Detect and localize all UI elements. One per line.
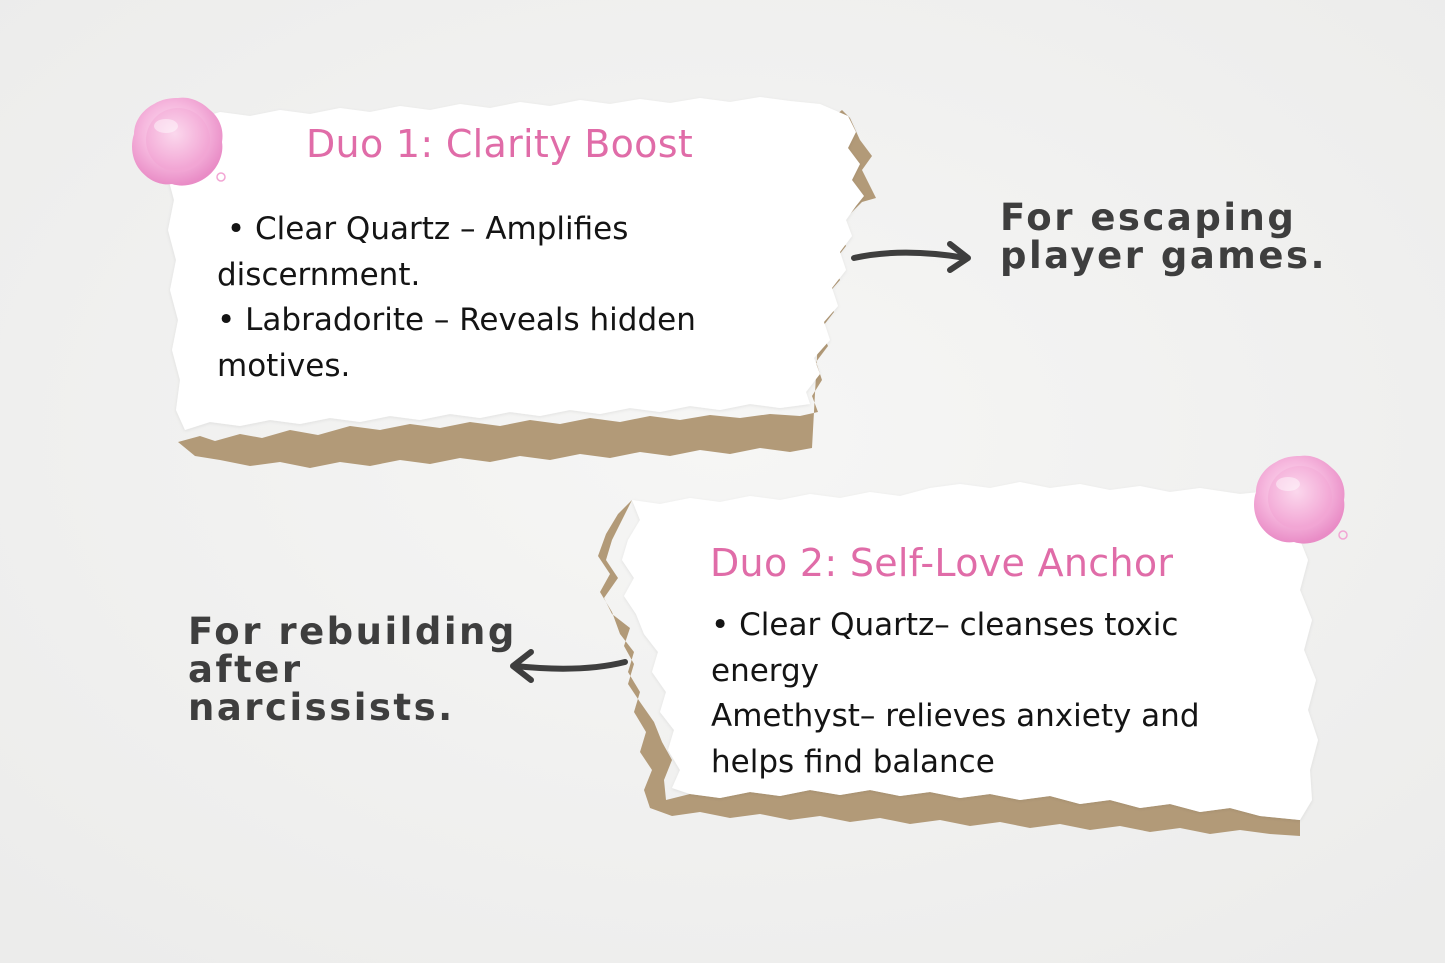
torn-edge-brown-1	[178, 110, 876, 468]
duo-1-line-4: motives.	[217, 347, 351, 384]
arrow-left-icon	[510, 649, 628, 683]
duo-1-description: • Clear Quartz – Amplifies discernment. …	[217, 207, 696, 389]
duo-2-line-3: Amethyst– relieves anxiety and	[711, 698, 1200, 734]
duo-2-title: Duo 2: Self-Love Anchor	[710, 541, 1174, 585]
duo-2-line-2: energy	[711, 652, 820, 689]
duo-1-caption-line-1: For escaping	[1000, 196, 1297, 239]
duo-1-line-1: • Clear Quartz – Amplifies	[217, 211, 629, 247]
duo-1-line-2: discernment.	[217, 256, 421, 293]
duo-2-line-1: • Clear Quartz– cleanses toxic	[711, 607, 1179, 643]
duo-1-title: Duo 1: Clarity Boost	[306, 122, 694, 166]
duo-2-caption-line-1: For rebuilding	[188, 610, 517, 653]
duo-2-line-4: helps find balance	[711, 743, 995, 780]
paper-sheet-2	[622, 482, 1318, 820]
duo-2-description: • Clear Quartz– cleanses toxic energy Am…	[711, 603, 1200, 785]
duo-1-caption: For escaping player games.	[1000, 199, 1327, 275]
torn-edge-brown-2	[598, 500, 1300, 836]
wax-seal-icon	[1254, 455, 1348, 544]
duo-2-caption: For rebuilding after narcissists.	[188, 613, 517, 727]
arrow-right-icon	[851, 241, 971, 273]
wax-seal-icon	[132, 97, 226, 186]
duo-1-caption-line-2: player games.	[1000, 234, 1328, 277]
duo-2-caption-line-2: after	[188, 648, 303, 691]
duo-2-caption-line-3: narcissists.	[188, 686, 455, 729]
paper-sheet-1	[166, 97, 864, 430]
duo-1-line-3: • Labradorite – Reveals hidden	[217, 302, 696, 338]
